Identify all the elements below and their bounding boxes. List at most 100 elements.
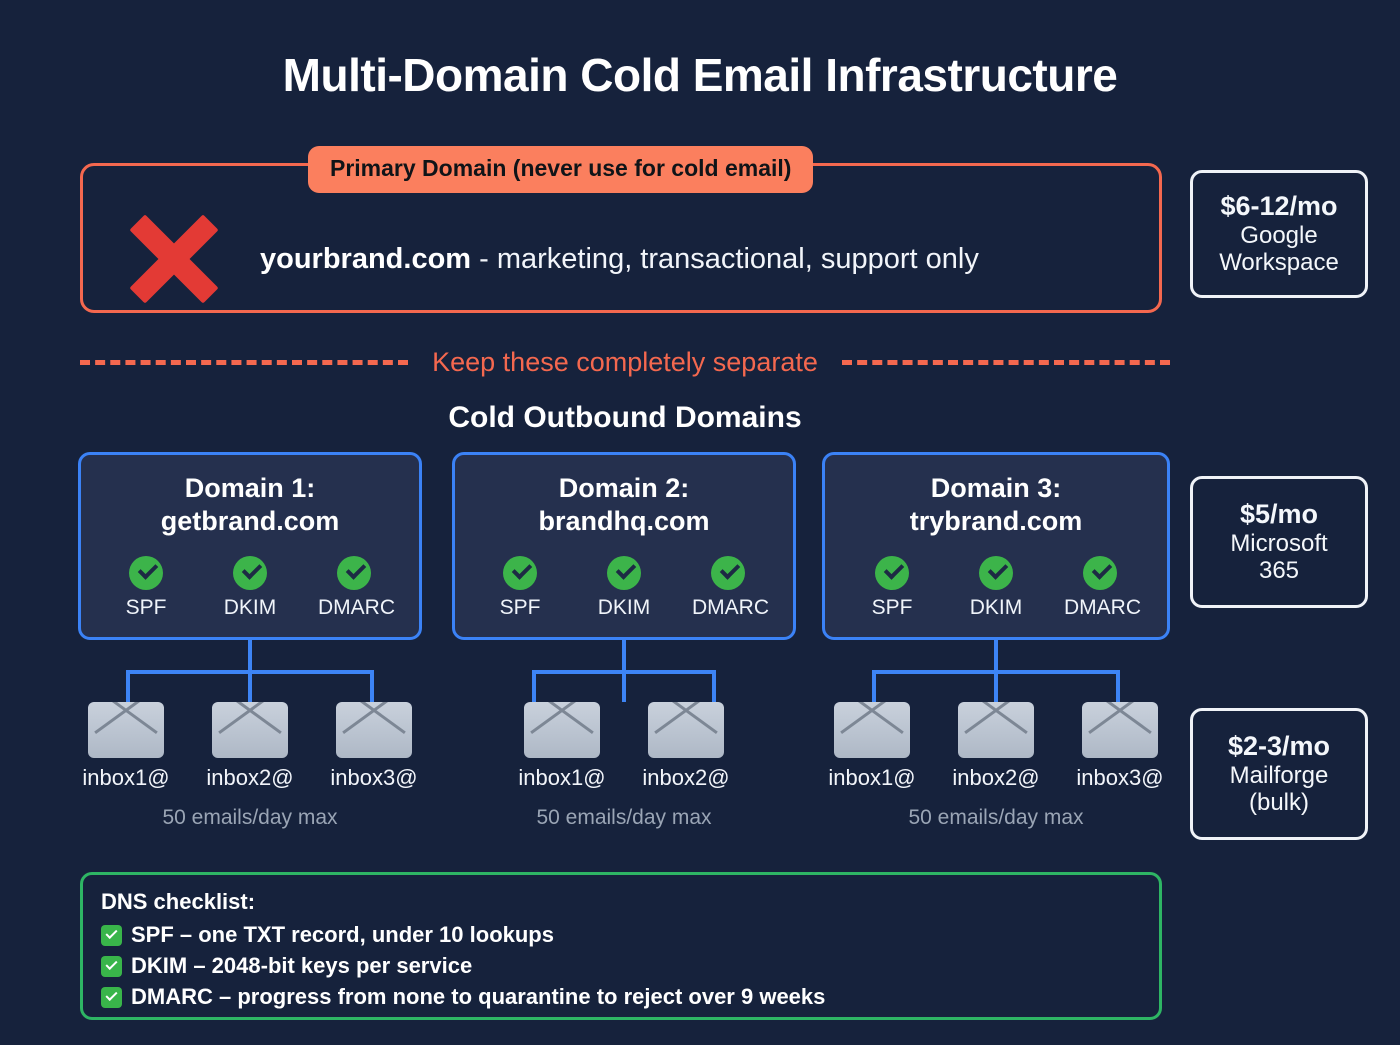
- connector-leg: [872, 670, 876, 702]
- inbox-item: inbox3@: [1073, 702, 1167, 791]
- connector-bus: [532, 670, 716, 674]
- daily-limit-note: 50 emails/day max: [536, 806, 712, 829]
- green-check-icon: [101, 986, 122, 1008]
- domain-title-line1: Domain 2:: [558, 473, 690, 503]
- auth-item-spf: SPF: [110, 555, 182, 620]
- inbox-item: inbox1@: [515, 702, 609, 791]
- auth-item-dmarc: DMARC: [692, 555, 769, 620]
- primary-domain-name: yourbrand.com: [260, 242, 472, 275]
- inbox-item: inbox1@: [825, 702, 919, 791]
- domain-card-2: Domain 2: brandhq.com SPF DKIM DMARC: [452, 452, 796, 640]
- inbox-row: inbox1@ inbox2@ inbox3@: [78, 702, 422, 791]
- domain-title-line1: Domain 1:: [184, 473, 316, 503]
- inbox-item: inbox2@: [949, 702, 1043, 791]
- envelope-icon: [1082, 702, 1158, 758]
- check-circle-icon: [503, 555, 537, 590]
- inbox-label: inbox2@: [206, 765, 294, 790]
- price-vendor-line2: Workspace: [1219, 249, 1339, 277]
- connector-tree: [822, 640, 1170, 702]
- connector-leg: [126, 670, 130, 702]
- auth-item-spf: SPF: [484, 555, 556, 620]
- connector-tree: [78, 640, 422, 702]
- auth-label: SPF: [499, 595, 541, 619]
- auth-label: DKIM: [597, 595, 651, 619]
- price-box-microsoft-365: $5/mo Microsoft 365: [1190, 476, 1368, 608]
- cold-outbound-heading: Cold Outbound Domains: [448, 401, 802, 434]
- primary-domain-section: Primary Domain (never use for cold email…: [80, 146, 1162, 313]
- auth-records-row: SPF DKIM DMARC: [81, 555, 419, 620]
- inbox-item: inbox3@: [327, 702, 421, 791]
- dns-checklist-item: DMARC – progress from none to quarantine…: [101, 984, 1159, 1010]
- envelope-icon: [336, 702, 412, 758]
- envelope-icon: [524, 702, 600, 758]
- dns-checklist-item: SPF – one TXT record, under 10 lookups: [101, 922, 1159, 948]
- dns-item-text: DMARC – progress from none to quarantine…: [131, 984, 826, 1009]
- check-circle-icon: [129, 555, 163, 590]
- domain-title-line1: Domain 3:: [930, 473, 1062, 503]
- connector-leg: [994, 670, 998, 702]
- price-amount: $5/mo: [1239, 498, 1319, 529]
- check-circle-icon: [875, 555, 909, 590]
- envelope-icon: [88, 702, 164, 758]
- red-x-icon: [126, 214, 222, 304]
- separator: Keep these completely separate: [80, 344, 1170, 380]
- inbox-label: inbox2@: [952, 765, 1040, 790]
- green-check-icon: [101, 924, 122, 946]
- primary-domain-description: yourbrand.com - marketing, transactional…: [260, 243, 979, 276]
- check-circle-icon: [337, 555, 371, 590]
- page-title: Multi-Domain Cold Email Infrastructure: [282, 49, 1118, 101]
- auth-label: DMARC: [1064, 595, 1141, 619]
- inbox-label: inbox1@: [82, 765, 170, 790]
- domain-card-1: Domain 1: getbrand.com SPF DKIM DMARC: [78, 452, 422, 640]
- domain-column-1: Domain 1: getbrand.com SPF DKIM DMARC: [78, 452, 422, 832]
- inbox-label: inbox2@: [642, 765, 730, 790]
- domain-title-line2: brandhq.com: [538, 506, 710, 537]
- primary-domain-badge: Primary Domain (never use for cold email…: [308, 146, 814, 193]
- auth-item-spf: SPF: [856, 555, 928, 620]
- connector-leg: [248, 670, 252, 702]
- connector-leg: [370, 670, 374, 702]
- auth-label: DKIM: [223, 595, 277, 619]
- dns-item-text: SPF – one TXT record, under 10 lookups: [131, 922, 554, 947]
- envelope-icon: [212, 702, 288, 758]
- connector-tree: [452, 640, 796, 702]
- auth-label: DMARC: [692, 595, 769, 619]
- green-check-icon: [101, 955, 122, 977]
- inbox-label: inbox1@: [828, 765, 916, 790]
- price-vendor-line2: (bulk): [1248, 789, 1309, 817]
- dns-checklist-title: DNS checklist:: [101, 889, 256, 914]
- inbox-label: inbox3@: [330, 765, 418, 790]
- price-vendor-line1: Google: [1240, 221, 1318, 249]
- check-circle-icon: [711, 555, 745, 590]
- inbox-label: inbox1@: [518, 765, 606, 790]
- domain-column-2: Domain 2: brandhq.com SPF DKIM DMARC: [452, 452, 796, 832]
- auth-item-dmarc: DMARC: [318, 555, 395, 620]
- cold-outbound-domains: Domain 1: getbrand.com SPF DKIM DMARC: [78, 452, 1170, 832]
- auth-records-row: SPF DKIM DMARC: [825, 555, 1167, 620]
- price-vendor-line1: Mailforge: [1229, 761, 1329, 789]
- inbox-row: inbox1@ inbox2@: [452, 702, 796, 791]
- connector-leg: [712, 670, 716, 702]
- domain-title-line2: getbrand.com: [160, 506, 340, 537]
- price-vendor-line2: 365: [1258, 557, 1300, 585]
- auth-item-dkim: DKIM: [960, 555, 1032, 620]
- daily-limit-note: 50 emails/day max: [908, 806, 1084, 829]
- daily-limit-note: 50 emails/day max: [162, 806, 338, 829]
- dashed-divider-left: [80, 359, 409, 365]
- check-circle-icon: [233, 555, 267, 590]
- domain-title-line2: trybrand.com: [909, 506, 1083, 537]
- dns-item-text: DKIM – 2048-bit keys per service: [131, 953, 473, 978]
- auth-item-dkim: DKIM: [588, 555, 660, 620]
- inbox-row: inbox1@ inbox2@ inbox3@: [822, 702, 1170, 791]
- inbox-item: inbox2@: [639, 702, 733, 791]
- auth-label: DKIM: [969, 595, 1023, 619]
- auth-item-dkim: DKIM: [214, 555, 286, 620]
- dns-checklist-item: DKIM – 2048-bit keys per service: [101, 953, 1159, 979]
- connector-leg: [532, 670, 536, 702]
- connector-leg: [1116, 670, 1120, 702]
- price-vendor-line1: Microsoft: [1230, 529, 1328, 557]
- envelope-icon: [648, 702, 724, 758]
- dns-checklist-box: DNS checklist: SPF – one TXT record, und…: [80, 872, 1162, 1020]
- dashed-divider-right: [841, 359, 1170, 365]
